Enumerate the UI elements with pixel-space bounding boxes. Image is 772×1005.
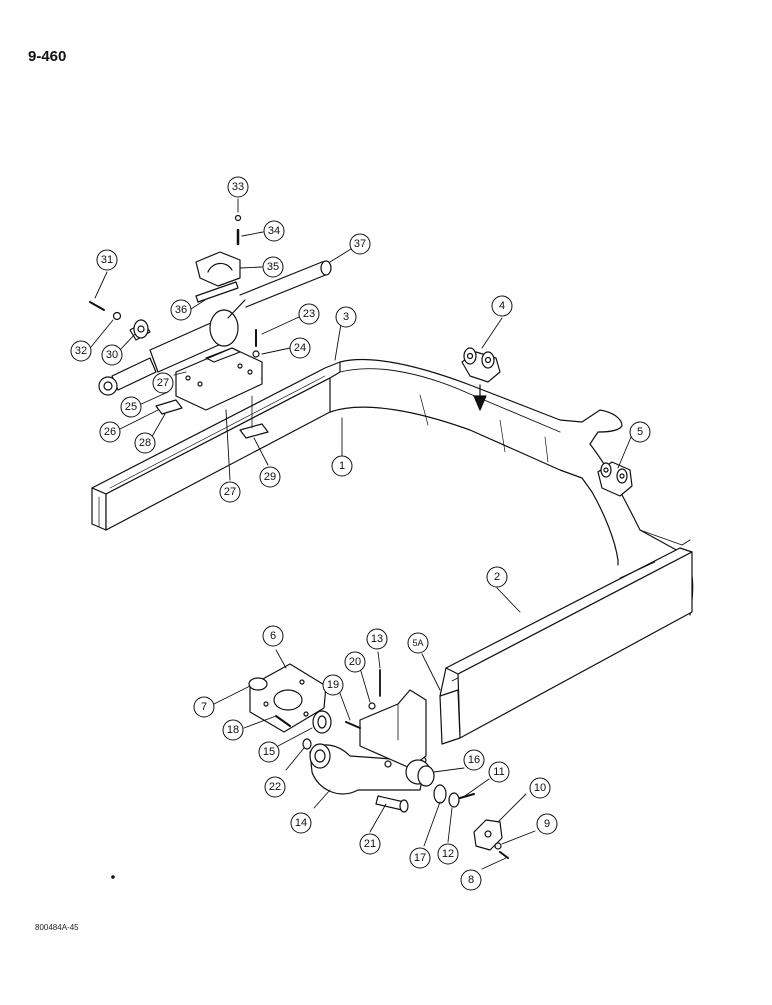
callout-number: 10	[534, 782, 546, 794]
callout-24: 24	[289, 337, 311, 359]
callout-number: 14	[295, 817, 307, 829]
callout-23: 23	[298, 303, 320, 325]
page-number: 9-460	[28, 48, 67, 65]
callout-31: 31	[96, 249, 118, 271]
callout-25: 25	[120, 396, 142, 418]
callout-7: 7	[193, 696, 215, 718]
callout-number: 2	[494, 571, 500, 583]
callout-number: 1	[339, 460, 345, 472]
callout-number: 35	[267, 261, 279, 273]
callout-number: 34	[268, 225, 280, 237]
callout-6: 6	[262, 625, 284, 647]
callout-8: 8	[460, 869, 482, 891]
callouts: 33 34 35 37 31 36 23 3 32 30 24 4 27 25 …	[70, 176, 651, 891]
callout-number: 15	[263, 746, 275, 758]
callout-number: 22	[269, 781, 281, 793]
callout-number: 5	[637, 426, 643, 438]
callout-14: 14	[290, 812, 312, 834]
u-frame	[91, 358, 694, 745]
callout-number: 9	[544, 818, 550, 830]
callout-12: 12	[437, 843, 459, 865]
callout-number: 27	[157, 377, 169, 389]
callout-32: 32	[70, 340, 92, 362]
callout-10: 10	[529, 777, 551, 799]
callout-30: 30	[101, 344, 123, 366]
callout-1: 1	[331, 455, 353, 477]
callout-35: 35	[262, 256, 284, 278]
callout-29: 29	[259, 466, 281, 488]
callout-number: 4	[499, 300, 505, 312]
callout-21: 21	[359, 833, 381, 855]
callout-number: 8	[468, 874, 474, 886]
callout-number: 6	[270, 630, 276, 642]
callout-number: 36	[175, 304, 187, 316]
callout-number: 11	[493, 766, 504, 778]
callout-5a: 5A	[407, 632, 429, 654]
callout-33: 33	[227, 176, 249, 198]
callout-number: 29	[264, 471, 276, 483]
callout-number: 13	[371, 633, 383, 645]
callout-34: 34	[263, 220, 285, 242]
callout-number: 18	[227, 724, 239, 736]
callout-5: 5	[629, 421, 651, 443]
callout-15: 15	[258, 741, 280, 763]
callout-number: 37	[354, 238, 366, 250]
callout-number: 24	[294, 342, 306, 354]
callout-number: 33	[232, 181, 244, 193]
document-code: 800484A-45	[35, 923, 79, 932]
callout-37: 37	[349, 233, 371, 255]
pivot-assembly	[248, 663, 509, 859]
callout-22: 22	[264, 776, 286, 798]
stray-mark	[111, 875, 115, 879]
callout-number: 12	[442, 848, 454, 860]
callout-16: 16	[463, 749, 485, 771]
callout-number: 20	[349, 656, 361, 668]
callout-number: 26	[104, 426, 116, 438]
callout-36: 36	[170, 299, 192, 321]
cylinder-assembly	[89, 214, 332, 439]
callout-number: 21	[364, 838, 376, 850]
callout-number: 19	[327, 679, 339, 691]
callout-number: 32	[75, 345, 87, 357]
callout-number: 23	[303, 308, 315, 320]
mount-bracket-5	[597, 461, 633, 497]
callout-17: 17	[409, 847, 431, 869]
callout-number: 28	[139, 437, 151, 449]
callout-27b: 27	[219, 481, 241, 503]
callout-11: 11	[488, 761, 510, 783]
callout-27a: 27	[152, 372, 174, 394]
callout-number: 17	[414, 852, 426, 864]
callout-3: 3	[335, 306, 357, 328]
callout-number: 31	[101, 254, 113, 266]
callout-number: 5A	[412, 638, 423, 648]
callout-28: 28	[134, 432, 156, 454]
callout-13: 13	[366, 628, 388, 650]
callout-18: 18	[222, 719, 244, 741]
callout-2: 2	[486, 566, 508, 588]
callout-number: 27	[224, 486, 236, 498]
callout-number: 25	[125, 401, 137, 413]
callout-9: 9	[536, 813, 558, 835]
callout-number: 3	[343, 311, 349, 323]
callout-number: 30	[106, 349, 118, 361]
callout-number: 16	[468, 754, 480, 766]
callout-19: 19	[322, 674, 344, 696]
mount-bracket-4	[461, 347, 501, 411]
callout-20: 20	[344, 651, 366, 673]
callout-26: 26	[99, 421, 121, 443]
callout-number: 7	[201, 701, 207, 713]
callout-4: 4	[491, 295, 513, 317]
